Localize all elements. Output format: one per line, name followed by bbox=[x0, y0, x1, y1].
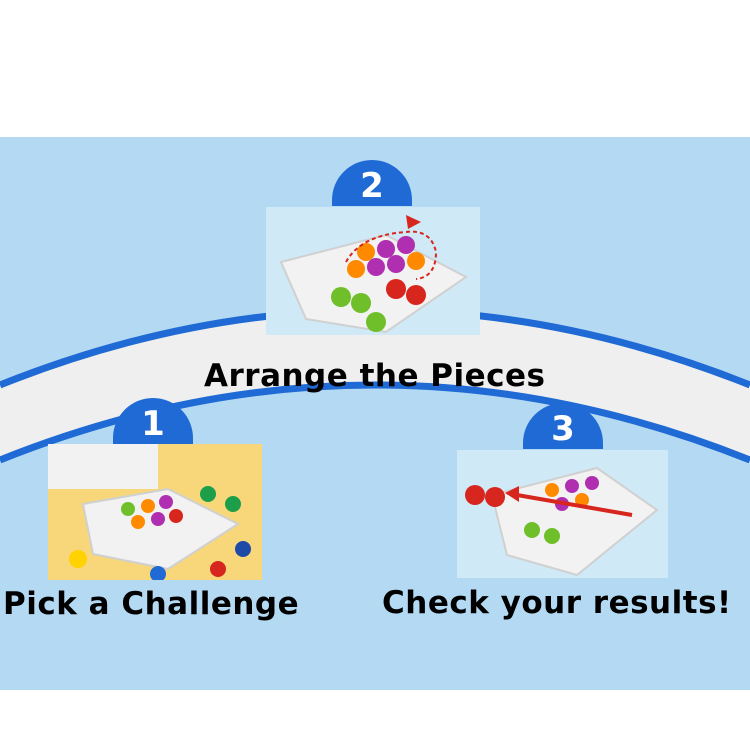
step-2-photo bbox=[266, 207, 480, 335]
step-2-caption: Arrange the Pieces bbox=[204, 358, 546, 394]
step-3-caption: Check your results! bbox=[382, 585, 732, 621]
step-3-photo bbox=[457, 450, 668, 578]
step-1-photo bbox=[48, 444, 262, 580]
step-1-caption: Pick a Challenge bbox=[3, 586, 300, 622]
